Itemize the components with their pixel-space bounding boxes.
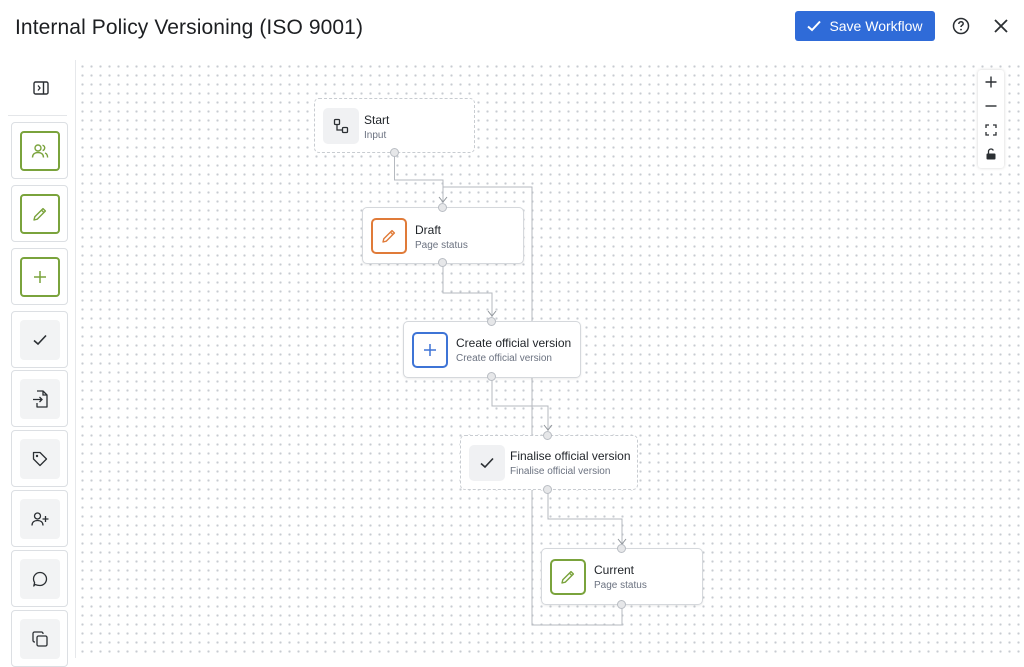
user-plus-icon: [30, 511, 48, 526]
tool-add[interactable]: [11, 248, 68, 305]
node-create-official-version[interactable]: Create official version Create official …: [403, 321, 581, 378]
node-start-subtitle: Input: [364, 130, 387, 141]
tool-add-user[interactable]: [11, 490, 68, 547]
check-icon: [32, 334, 47, 345]
tool-users[interactable]: [11, 122, 68, 179]
node-finalise-title: Finalise official version: [510, 449, 631, 463]
node-draft[interactable]: Draft Page status: [362, 207, 524, 264]
file-import-icon: [32, 389, 48, 408]
node-start-icon: [323, 108, 359, 144]
fit-view-icon: [985, 124, 997, 136]
plus-icon: [985, 76, 997, 88]
handle-finalise-out[interactable]: [543, 485, 552, 494]
lock-button[interactable]: [978, 142, 1004, 166]
node-create-title: Create official version: [456, 336, 572, 350]
handle-create-in[interactable]: [487, 317, 496, 326]
node-draft-subtitle: Page status: [415, 240, 468, 251]
sidebar-collapse-button[interactable]: [29, 77, 53, 99]
node-finalise-icon: [469, 445, 505, 481]
node-current[interactable]: Current Page status: [541, 548, 703, 605]
node-finalise-subtitle: Finalise official version: [510, 466, 611, 477]
header: Internal Policy Versioning (ISO 9001) Sa…: [0, 0, 1024, 60]
handle-start-out[interactable]: [390, 148, 399, 157]
node-create-icon: [412, 332, 448, 368]
check-icon: [480, 457, 494, 469]
lock-icon: [986, 148, 996, 160]
copy-icon: [31, 630, 48, 647]
users-icon: [31, 143, 48, 158]
node-draft-title: Draft: [415, 223, 442, 237]
sidebar-divider: [8, 115, 67, 116]
page-title: Internal Policy Versioning (ISO 9001): [15, 16, 364, 39]
plus-icon: [33, 270, 46, 283]
tool-sidebar: [0, 60, 76, 667]
check-icon: [807, 20, 822, 32]
node-start-title: Start: [364, 113, 390, 127]
tool-approve[interactable]: [11, 311, 68, 368]
sidebar-collapse-icon: [33, 81, 49, 95]
pencil-icon: [561, 570, 575, 584]
zoom-in-button[interactable]: [978, 70, 1004, 94]
pencil-icon: [382, 229, 396, 243]
help-button[interactable]: [948, 13, 974, 39]
flow-icon: [333, 118, 349, 134]
tool-import[interactable]: [11, 370, 68, 427]
node-current-icon: [550, 559, 586, 595]
save-workflow-button[interactable]: Save Workflow: [795, 11, 935, 41]
handle-create-out[interactable]: [487, 372, 496, 381]
tag-icon: [32, 451, 47, 466]
node-create-subtitle: Create official version: [456, 353, 552, 364]
node-start[interactable]: Start Input: [314, 98, 475, 153]
tool-edit[interactable]: [11, 185, 68, 242]
save-workflow-label: Save Workflow: [829, 18, 923, 34]
handle-finalise-in[interactable]: [543, 431, 552, 440]
comment-icon: [32, 571, 47, 587]
minus-icon: [985, 105, 997, 107]
handle-draft-out[interactable]: [438, 258, 447, 267]
plus-icon: [424, 344, 436, 356]
tool-copy[interactable]: [11, 610, 68, 667]
handle-current-out[interactable]: [617, 600, 626, 609]
handle-draft-in[interactable]: [438, 203, 447, 212]
node-draft-icon: [371, 218, 407, 254]
close-icon: [994, 19, 1008, 33]
help-circle-icon: [952, 17, 970, 35]
tool-tag[interactable]: [11, 430, 68, 487]
tool-comment[interactable]: [11, 550, 68, 607]
node-current-title: Current: [594, 563, 635, 577]
handle-current-in[interactable]: [617, 544, 626, 553]
fit-view-button[interactable]: [978, 118, 1004, 142]
zoom-controls: [978, 70, 1004, 168]
pencil-icon: [32, 207, 46, 221]
node-finalise-official-version[interactable]: Finalise official version Finalise offic…: [460, 435, 638, 490]
zoom-out-button[interactable]: [978, 94, 1004, 118]
node-current-subtitle: Page status: [594, 580, 647, 591]
close-button[interactable]: [988, 13, 1014, 39]
